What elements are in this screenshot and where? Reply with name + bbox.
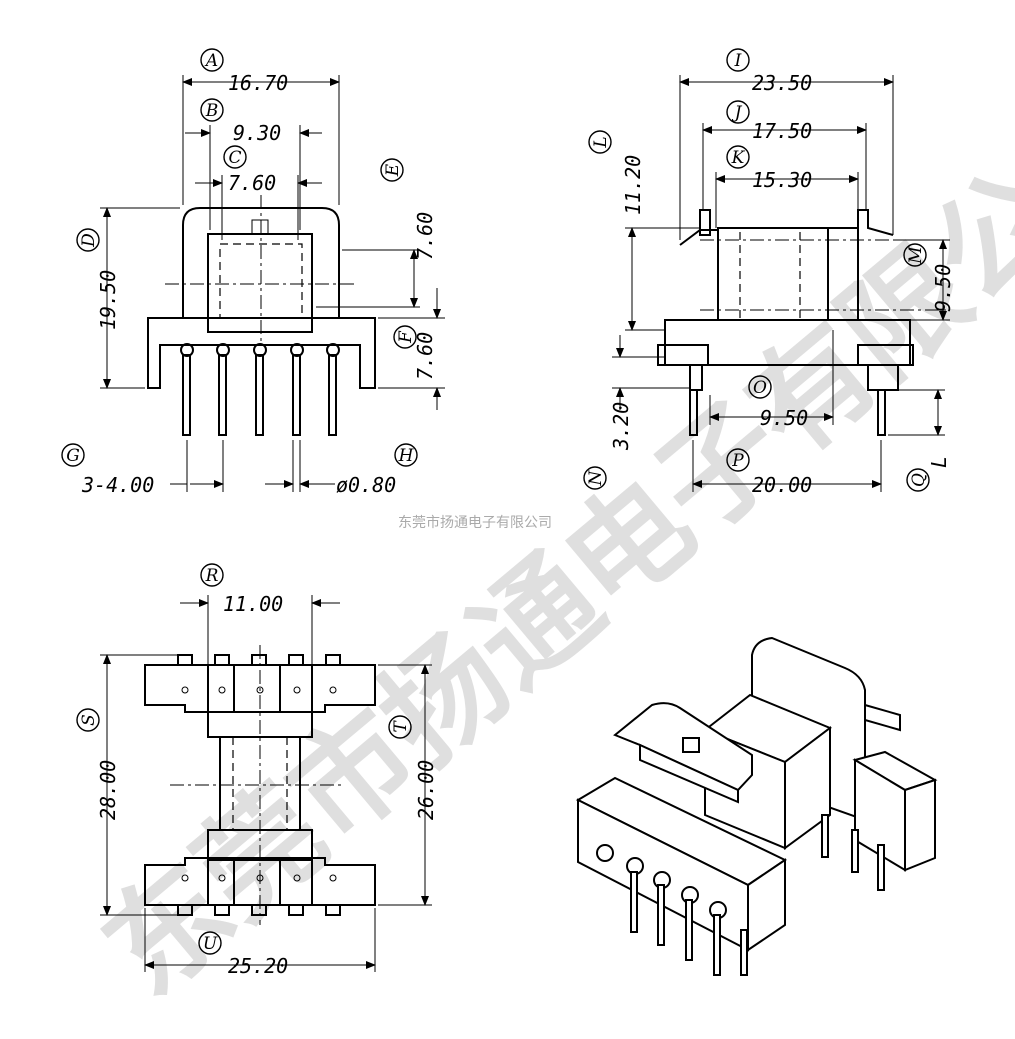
svg-text:C: C [228, 148, 241, 168]
top-view-pin-slot [214, 654, 230, 666]
label-g-badge: G [61, 443, 85, 467]
top-view-pin-slot [288, 904, 304, 916]
front-base [147, 317, 376, 389]
dim-u-value: 25.20 [228, 954, 288, 978]
svg-text:L: L [591, 136, 611, 148]
label-n-badge: N [583, 466, 607, 490]
front-pin [218, 354, 227, 436]
svg-text:B: B [205, 101, 219, 121]
isometric-view [575, 636, 938, 976]
label-s-badge: S [76, 708, 100, 732]
svg-text:J: J [732, 103, 743, 123]
label-i-badge: I [726, 48, 750, 72]
svg-text:R: R [205, 566, 219, 586]
svg-text:H: H [398, 446, 415, 466]
dim-q-value: L [927, 456, 951, 468]
dim-i-value: 23.50 [752, 71, 812, 95]
dim-l-value: 11.20 [621, 155, 645, 215]
dim-s-value: 28.00 [96, 760, 120, 820]
label-o-badge: O [748, 375, 772, 399]
svg-text:N: N [586, 469, 606, 486]
top-view-pin-slot [251, 904, 267, 916]
dim-h-value: ø0.80 [336, 473, 396, 497]
dim-j-value: 17.50 [752, 119, 812, 143]
dim-m-value: 9.50 [931, 264, 955, 312]
dim-a-value: 16.70 [228, 71, 288, 95]
label-d-badge: D [76, 228, 100, 252]
svg-text:F: F [396, 330, 416, 344]
front-pin [182, 354, 191, 436]
svg-text:Q: Q [909, 473, 929, 487]
side-pin [689, 389, 698, 436]
label-r-badge: R [200, 563, 224, 587]
top-view-pin-slot [288, 654, 304, 666]
label-l-badge: L [588, 130, 612, 154]
small-watermark-text: 东莞市扬通电子有限公司 [398, 514, 552, 531]
svg-text:M: M [906, 246, 926, 265]
top-view-upper-base [144, 664, 376, 713]
svg-text:G: G [66, 446, 80, 466]
label-m-badge: M [903, 243, 927, 267]
front-top-tab [251, 219, 269, 235]
label-j-badge: J [726, 100, 750, 124]
dim-o-value: 9.50 [760, 406, 808, 430]
label-f-badge: F [393, 325, 417, 349]
dimension-texts: 16.70 9.30 7.60 19.50 7.60 7.60 3-4.00 ø… [81, 71, 955, 978]
label-e-badge: E [380, 158, 404, 182]
side-left-tab [699, 209, 711, 236]
top-view-pin-slot [325, 904, 341, 916]
dim-p-value: 20.00 [752, 473, 812, 497]
front-pin [292, 354, 301, 436]
dim-e-value: 7.60 [413, 212, 437, 260]
dim-g-value: 3-4.00 [81, 473, 154, 497]
svg-text:D: D [79, 233, 99, 248]
svg-text:U: U [203, 934, 218, 954]
side-left-post [689, 364, 703, 391]
label-q-badge: Q [906, 468, 930, 492]
front-view [100, 75, 445, 492]
label-p-badge: P [726, 448, 750, 472]
svg-text:I: I [734, 51, 742, 71]
iso-top-tab [682, 737, 700, 753]
label-h-badge: H [394, 443, 418, 467]
label-c-badge: C [223, 145, 247, 169]
svg-text:A: A [204, 51, 218, 71]
dim-k-value: 15.30 [752, 168, 812, 192]
top-view-pin-slot [177, 904, 193, 916]
side-base [664, 319, 911, 366]
svg-text:O: O [753, 378, 767, 398]
label-u-badge: U [198, 931, 222, 955]
top-view-upper-flange [207, 711, 313, 738]
dim-t-value: 26.00 [414, 760, 438, 820]
top-view-pin-slot [214, 904, 230, 916]
top-view-pin-slot [177, 654, 193, 666]
label-b-badge: B [200, 98, 224, 122]
top-view-pin-slot [251, 654, 267, 666]
side-left-flange [679, 229, 719, 320]
side-base-left-block [657, 344, 709, 366]
svg-text:K: K [731, 148, 746, 168]
circled-labels: A B C D E F G H I J K L M N O P Q R S T … [61, 48, 930, 955]
top-view [100, 595, 432, 972]
svg-text:T: T [391, 720, 411, 733]
dim-f-value: 7.60 [413, 332, 437, 380]
dim-n-value: 3.20 [609, 402, 633, 451]
label-t-badge: T [388, 715, 412, 739]
top-view-pin-slot [325, 654, 341, 666]
label-a-badge: A [200, 48, 224, 72]
svg-text:P: P [731, 451, 744, 471]
svg-text:E: E [383, 163, 403, 177]
label-k-badge: K [726, 145, 750, 169]
front-pin [255, 354, 264, 436]
front-pin [328, 354, 337, 436]
dim-d-value: 19.50 [96, 270, 120, 330]
dim-b-value: 9.30 [233, 121, 281, 145]
dim-r-value: 11.00 [223, 592, 283, 616]
side-pin [877, 389, 886, 436]
svg-text:S: S [79, 714, 99, 726]
side-view [612, 75, 950, 492]
dim-c-value: 7.60 [228, 171, 276, 195]
